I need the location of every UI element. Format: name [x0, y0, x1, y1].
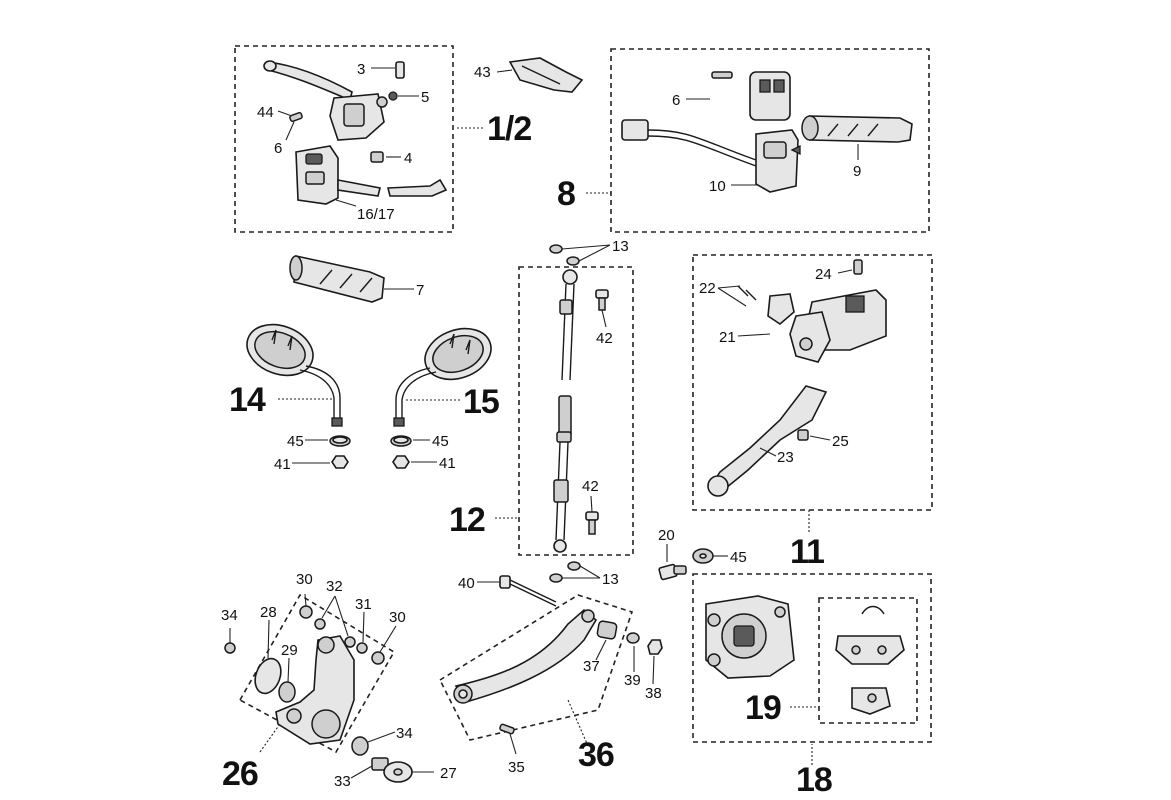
- part-label: 45: [432, 433, 449, 450]
- part-label: 4: [404, 150, 412, 167]
- brake-pads-19: [835, 605, 905, 715]
- part-label: 35: [508, 759, 525, 776]
- grip-cover-43: [508, 57, 584, 93]
- part-label: 42: [582, 478, 599, 495]
- right-grip-9: [801, 115, 913, 143]
- part-label: 41: [274, 456, 291, 473]
- bolt-40: [499, 575, 557, 607]
- group-label-11: 11: [790, 533, 824, 571]
- part-label: 29: [281, 642, 298, 659]
- mirror-left-14: [246, 323, 343, 427]
- bracket-26: [224, 605, 413, 783]
- part-label: 41: [439, 455, 456, 472]
- part-label: 45: [287, 433, 304, 450]
- part-label: 21: [719, 329, 736, 346]
- group-label-12: 12: [449, 501, 485, 539]
- part-label: 9: [853, 163, 861, 180]
- part-label: 32: [326, 578, 343, 595]
- part-label: 39: [624, 672, 641, 689]
- left-grip-7: [289, 255, 385, 303]
- banjo-bolt-42-top: [595, 289, 609, 311]
- part-label: 13: [602, 571, 619, 588]
- part-number-labels: 3 5 43 44 6 4 16/17 6 9 10 7 13 42 24 22…: [221, 61, 861, 790]
- part-label: 28: [260, 604, 277, 621]
- part-label: 25: [832, 433, 849, 450]
- group-label-14: 14: [229, 381, 266, 419]
- part-label: 10: [709, 178, 726, 195]
- part-label: 34: [396, 725, 413, 742]
- part-label: 6: [274, 140, 282, 157]
- clutch-lever-assembly: [263, 60, 405, 163]
- banjo-bolt-42-bottom: [585, 511, 599, 535]
- group-box-1-2: [234, 45, 454, 233]
- part-label: 20: [658, 527, 675, 544]
- part-label: 33: [334, 773, 351, 790]
- group-label-18: 18: [796, 761, 832, 799]
- group-label-8: 8: [557, 175, 575, 213]
- brake-hose-12: [553, 269, 609, 553]
- caliper-bolt-20: [658, 563, 687, 581]
- part-label: 37: [583, 658, 600, 675]
- group-box-18: [692, 573, 932, 743]
- part-label: 23: [777, 449, 794, 466]
- mirror-right-15: [393, 327, 492, 427]
- leader-lines: [229, 67, 859, 779]
- part-label: 5: [421, 89, 429, 106]
- group-label-1-2: 1/2: [487, 110, 531, 148]
- washer-45-caliper: [692, 548, 714, 564]
- brake-caliper-18: [705, 595, 795, 679]
- part-label: 34: [221, 607, 238, 624]
- part-label: 16/17: [357, 206, 395, 223]
- group-label-36: 36: [578, 736, 614, 774]
- group-box-8: [610, 48, 930, 233]
- group-label-19: 19: [745, 689, 781, 727]
- part-label: 42: [596, 330, 613, 347]
- master-cylinder-11: [737, 259, 887, 363]
- torque-arm-36: [453, 608, 663, 735]
- part-label: 45: [730, 549, 747, 566]
- part-label: 44: [257, 104, 274, 121]
- part-label: 24: [815, 266, 832, 283]
- part-label: 30: [389, 609, 406, 626]
- part-label: 6: [672, 92, 680, 109]
- part-label: 7: [416, 282, 424, 299]
- part-label: 22: [699, 280, 716, 297]
- part-label: 27: [440, 765, 457, 782]
- part-label: 3: [357, 61, 365, 78]
- part-label: 40: [458, 575, 475, 592]
- part-label: 31: [355, 596, 372, 613]
- group-box-12: [518, 266, 634, 556]
- group-box-19: [818, 597, 918, 724]
- part-label: 30: [296, 571, 313, 588]
- group-label-26: 26: [222, 755, 258, 793]
- group-box-36: [438, 594, 634, 741]
- group-box-11: [692, 254, 933, 511]
- part-label: 43: [474, 64, 491, 81]
- mirror-washers-nuts: [329, 435, 412, 469]
- right-switch-assembly: [621, 71, 801, 193]
- brake-lever-23: [707, 385, 828, 497]
- part-label: 38: [645, 685, 662, 702]
- left-switch-unit: [295, 145, 448, 205]
- group-label-15: 15: [463, 383, 499, 421]
- part-label: 13: [612, 238, 629, 255]
